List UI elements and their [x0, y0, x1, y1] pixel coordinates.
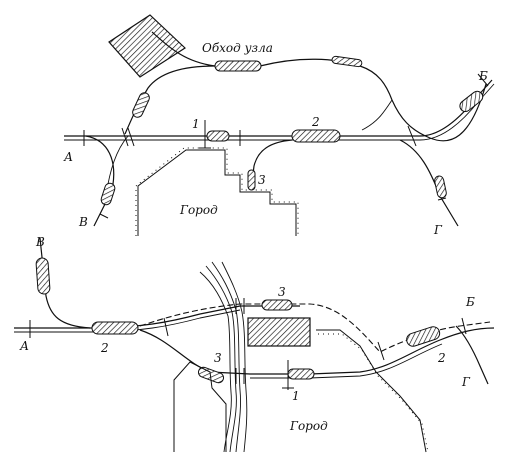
- top-city-label: Город: [179, 203, 218, 217]
- bottom-branch-v: [39, 237, 91, 329]
- bottom-station-2-right: [406, 326, 441, 347]
- bottom-river-4: [199, 271, 232, 453]
- bottom-station-1-label: 1: [292, 389, 300, 403]
- top-node-a: А: [63, 150, 73, 164]
- top-station-v: [100, 182, 116, 206]
- top-node-v: В: [78, 215, 88, 229]
- top-city-boundary: [137, 149, 297, 236]
- bottom-station-3-top: [261, 299, 293, 311]
- bottom-river-1: [211, 261, 241, 453]
- top-station-1: [206, 130, 230, 142]
- bottom-main-lower: [139, 327, 495, 375]
- bottom-city-label: Город: [289, 419, 328, 433]
- bottom-main-lower-2: [250, 343, 443, 379]
- top-station-2: [291, 129, 341, 143]
- bottom-station-2-right-label: 2: [437, 351, 446, 365]
- bottom-station-v: [35, 257, 51, 295]
- bottom-station-3-top-label: 3: [278, 285, 286, 299]
- top-bypass-inner-link: [361, 99, 393, 131]
- bottom-tick-marks: [29, 298, 467, 384]
- bottom-central-block: [247, 317, 311, 347]
- top-station-3-label: 3: [258, 173, 266, 187]
- bottom-station-1: [287, 368, 315, 380]
- top-scheme: Обход узла А Б В Г 1 2 3 Город: [63, 14, 495, 237]
- top-branch-v: [85, 135, 115, 227]
- top-bypass-label: Обход узла: [202, 41, 273, 55]
- top-bypass-station-left: [132, 92, 150, 118]
- top-main-line-2: [64, 83, 495, 141]
- bottom-scheme: А Б В Г 2 2 3 3 1 Город: [14, 235, 495, 453]
- top-station-2-label: 2: [311, 115, 320, 129]
- bottom-node-b: Б: [465, 295, 475, 309]
- top-node-g: Г: [433, 223, 443, 237]
- top-tick-marks: [83, 73, 489, 219]
- top-station-g: [434, 175, 447, 199]
- top-node-b: Б: [478, 69, 488, 83]
- top-branch-g: [399, 139, 459, 227]
- top-branch-3: [251, 139, 293, 183]
- bottom-dashed-line: [139, 303, 491, 353]
- bottom-node-g: Г: [461, 375, 471, 389]
- bottom-river-2: [205, 265, 237, 453]
- bottom-station-2-left-label: 2: [100, 341, 109, 355]
- bottom-node-a: А: [19, 339, 29, 353]
- bottom-city-boundary-left: [173, 361, 227, 452]
- bottom-city-hatch-right: [318, 333, 429, 453]
- top-bypass-block: [108, 14, 186, 78]
- bottom-node-v: В: [35, 235, 45, 249]
- bottom-city-boundary-right: [316, 329, 427, 453]
- top-city-hatch: [135, 147, 299, 236]
- bottom-station-3-mid: [197, 366, 225, 384]
- top-station-1-label: 1: [192, 117, 200, 131]
- bottom-station-2-left: [91, 321, 139, 335]
- bottom-river-3: [221, 261, 248, 453]
- top-station-b: [459, 90, 484, 113]
- top-bypass-west-link: [124, 65, 216, 135]
- top-bypass-station-mid: [214, 60, 262, 72]
- bottom-station-3-mid-label: 3: [214, 351, 222, 365]
- bottom-branch-g: [455, 325, 489, 385]
- top-station-3: [247, 169, 256, 191]
- top-bypass-station-right: [331, 55, 363, 68]
